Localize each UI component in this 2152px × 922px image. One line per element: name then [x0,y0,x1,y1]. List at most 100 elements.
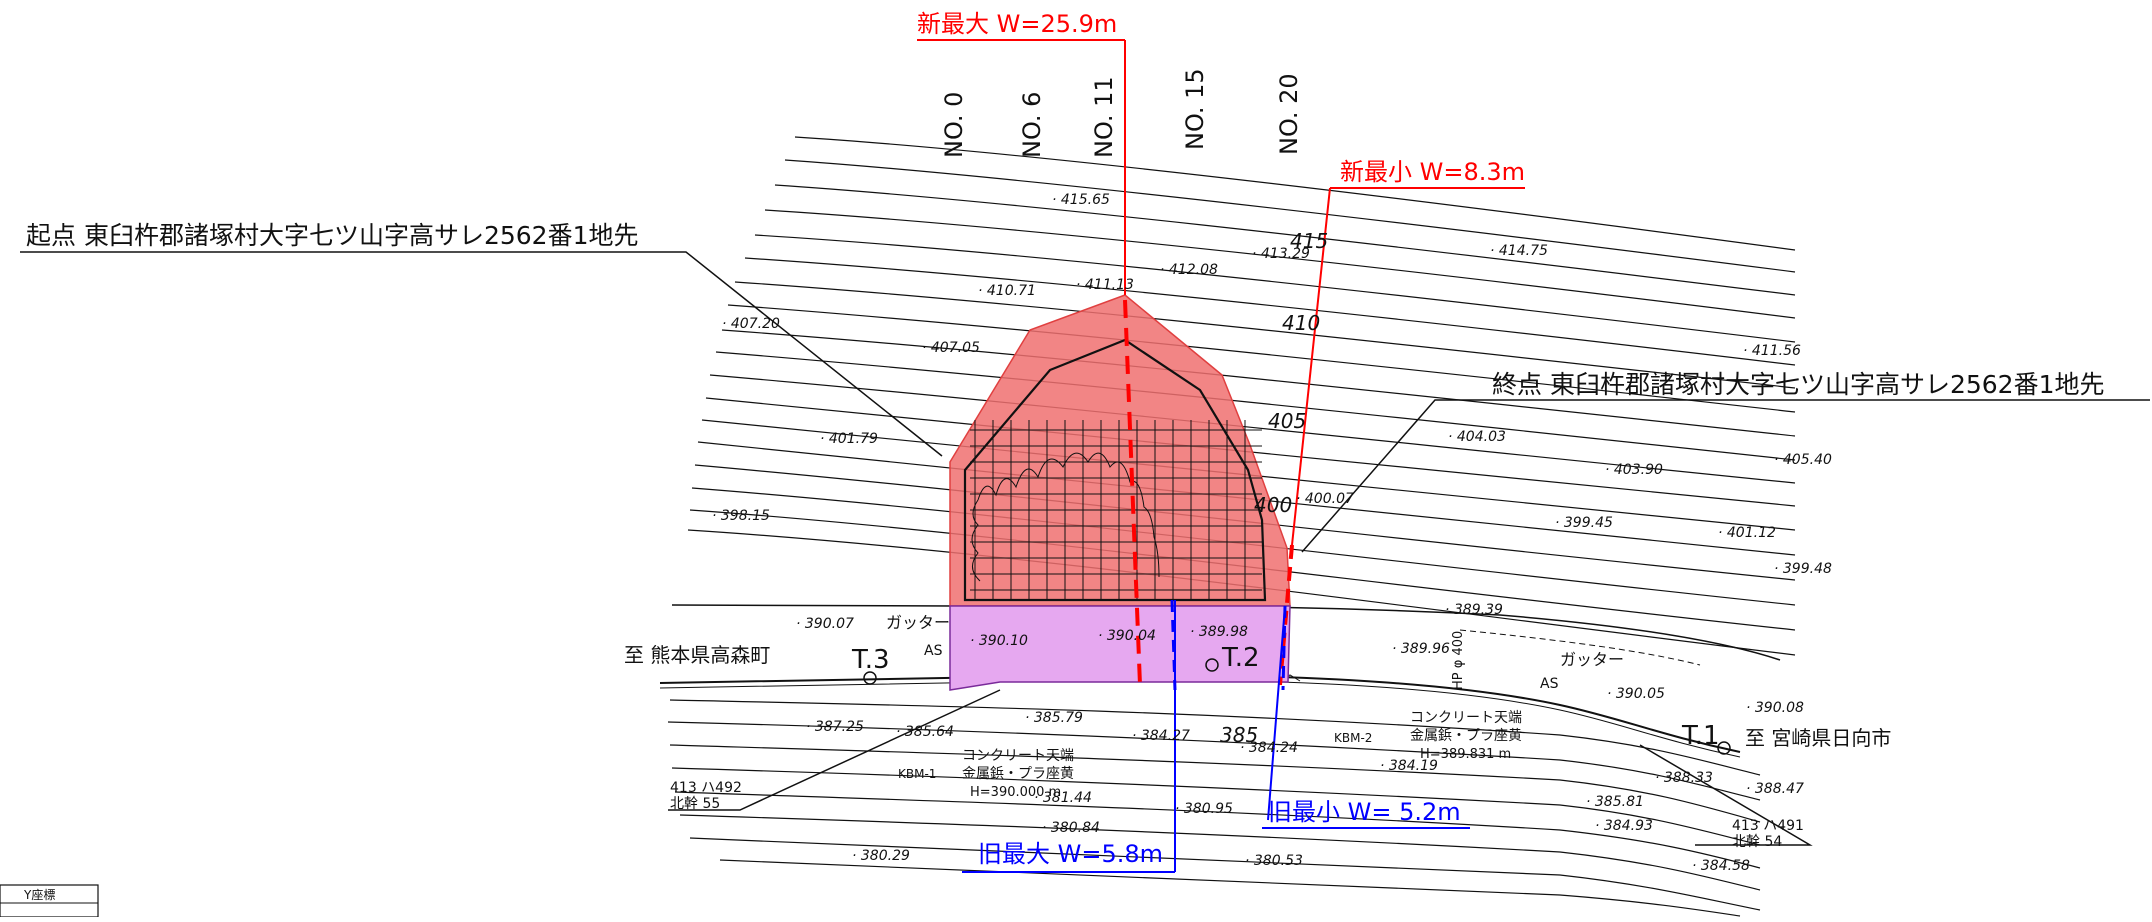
spot-elevation: · 385.64 [896,724,954,740]
end-point-label: 終点 東臼杵郡諸塚村大字七ツ山字高サレ2562番1地先 [1492,370,2104,399]
point-t2-label: T.2 [1221,643,1260,673]
spot-elevation: · 413.29 [1252,246,1310,262]
spot-elevation: · 400.07 [1296,491,1354,507]
spot-elevation: · 390.08 [1746,700,1804,716]
spot-elevation: · 388.33 [1655,770,1713,786]
slope-scallops-left [971,499,981,582]
point-t3-marker [863,671,877,685]
spot-elevation: · 414.75 [1490,243,1548,259]
h-left-label: H=390.000 m [970,785,1061,800]
hp-label: HP φ 400 [1451,631,1466,690]
as-left-label: AS [924,643,943,659]
dest-west-label: 至 熊本県高森町 [624,643,770,667]
contour-label-405: 405 [1268,409,1306,433]
gutter-left-label: ガッター [886,613,950,632]
contour-line [764,209,1796,319]
station-label-no20: NO. 20 [1275,73,1303,155]
spot-elevation: · 385.79 [1025,710,1083,726]
pole-left-label-2: 北幹 55 [670,795,720,812]
spot-elevation: · 387.25 [806,719,864,735]
coord-box-label: Y座標 [23,887,55,902]
spot-elevation: · 384.27 [1132,728,1190,744]
old-area-fill [949,605,1291,691]
station-label-no0: NO. 0 [940,92,968,158]
spot-elevation: · 404.03 [1448,429,1506,445]
spot-elevation: · 390.04 [1098,628,1156,644]
spot-elevation: · 398.15 [712,508,770,524]
station-label-no11: NO. 11 [1090,76,1118,158]
spot-elevation: · 407.20 [722,316,780,332]
kbm2-label: KBM-2 [1334,731,1372,745]
pole-right-label-2: 北幹 54 [1732,833,1782,850]
station-lines [1123,40,1331,872]
start-leader [20,251,943,457]
spot-elevation: · 411.56 [1743,343,1801,359]
contour-line [774,184,1796,296]
pole-left-label-1: 413 ハ492 [670,780,742,796]
point-t1-label: T.1 [1681,721,1720,751]
spot-elevation: · 380.29 [852,848,910,864]
spot-elevation: · 401.79 [820,431,878,447]
old-area [949,605,1291,691]
spot-elevation: · 384.24 [1240,740,1298,756]
spot-elevation: · 403.90 [1605,462,1663,478]
coord-box: Y座標 [0,884,99,918]
station-label-no15: NO. 15 [1181,68,1209,150]
contour-line [727,304,1796,413]
h-right-label: H=389.831 m [1420,747,1511,762]
contour-label-400: 400 [1254,493,1292,517]
spot-elevation: · 384.19 [1380,758,1438,774]
spot-elevation: · 388.47 [1746,781,1804,797]
contour-line [671,767,1761,846]
old-min-label: 旧最小 W= 5.2m [1268,798,1461,826]
station-cut-no11 [1123,299,1142,686]
spot-elevation: · 407.05 [922,340,980,356]
spot-elevation: · 399.45 [1555,515,1613,531]
kbm1-label: KBM-1 [898,767,936,781]
as-right-label: AS [1540,676,1559,692]
contour-value-labels: 415 410 405 400 385 [1220,229,1328,747]
spot-elevation: · 390.05 [1607,686,1665,702]
contour-line [744,257,1796,366]
dest-east-label: 至 宮崎県日向市 [1745,726,1891,750]
spot-elevation: · 415.65 [1052,192,1110,208]
contour-line [669,699,1761,776]
contour-line [794,136,1796,251]
contour-line [689,837,1761,911]
spot-elevation: · 389.96 [1392,641,1450,657]
new-max-label: 新最大 W=25.9m [917,10,1117,38]
contour-line [734,281,1796,389]
spot-elevation: · 401.12 [1718,525,1776,541]
spot-elevation: · 381.44 [1034,790,1092,806]
old-max-label: 旧最大 W=5.8m [978,840,1163,868]
spot-elevation: · 412.08 [1160,262,1218,278]
spot-elevation: · 380.84 [1042,820,1100,836]
contour-line [719,859,1741,917]
point-t2-marker [1205,658,1219,672]
leader-lines [20,251,2150,846]
contour-label-410: 410 [1282,311,1320,335]
new-min-label: 新最小 W=8.3m [1340,158,1525,186]
contour-label-385: 385 [1220,723,1258,747]
slope-scallops [977,452,1160,578]
contour-line [679,814,1761,891]
contour-line [674,791,1761,869]
spot-elevation: · 384.93 [1595,818,1653,834]
spot-elevation: · 385.81 [1586,794,1644,810]
spot-elevations: · 415.65· 413.29· 414.75· 412.08· 411.13… [712,192,1832,874]
station-label-no6: NO. 6 [1018,92,1046,158]
concrete-right-label: コンクリート天端 [1410,710,1522,726]
contour-line [669,744,1761,823]
point-t1-marker [1717,741,1731,755]
contour-line [784,159,1796,273]
contour-line [667,721,1761,801]
spot-elevation: · 390.10 [970,633,1028,649]
old-max-cut [1170,599,1177,691]
pole-right-label-1: 413 ハ491 [1732,818,1804,834]
new-area [949,294,1291,607]
end-leader [1301,399,2150,553]
old-min-cut [1281,605,1287,691]
spot-elevation: · 399.48 [1774,561,1832,577]
